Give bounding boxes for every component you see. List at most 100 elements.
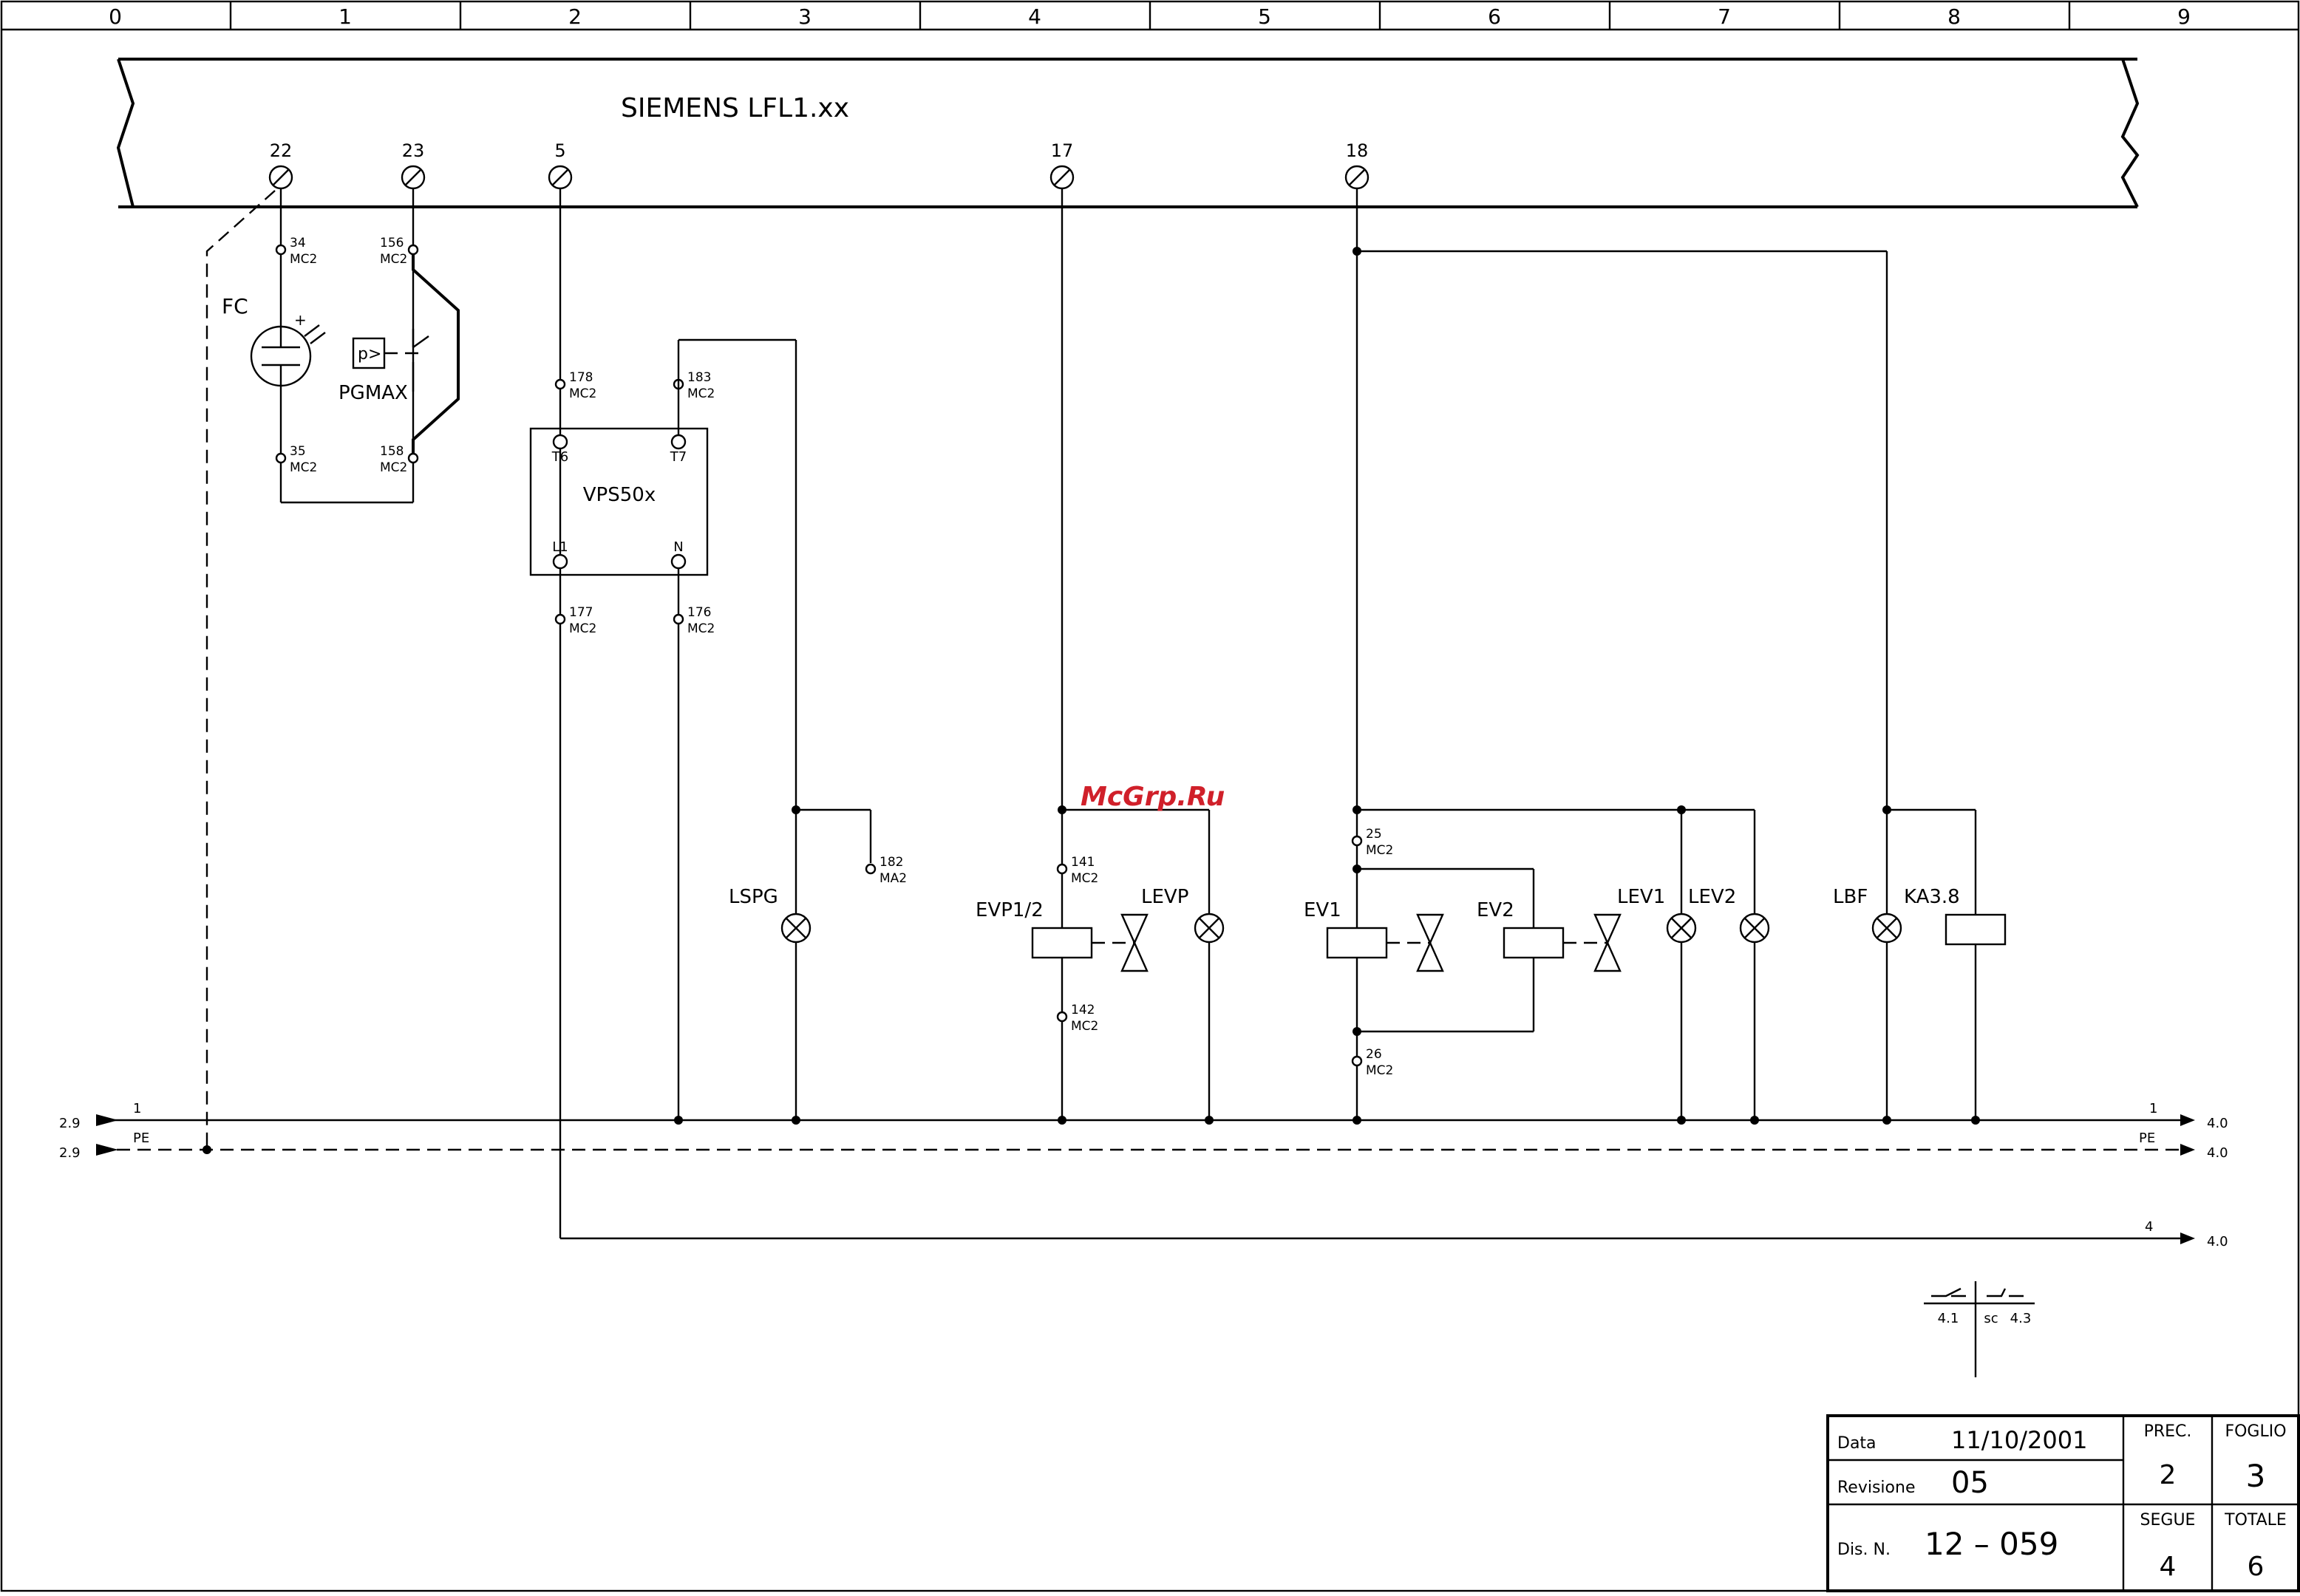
- controller-box: SIEMENS LFL1.xx: [116, 58, 2140, 208]
- lamp-icon: [1871, 913, 1902, 944]
- vps-label: VPS50x: [583, 484, 656, 506]
- pgmax-symbol: p>: [358, 345, 381, 364]
- fc-label: FC: [222, 294, 248, 318]
- title-block-disn-label: Dis. N.: [1837, 1541, 1891, 1559]
- wire-ref: MA2: [879, 871, 907, 886]
- wire-ref: MC2: [1071, 1019, 1098, 1034]
- coil-icon: [1503, 927, 1565, 959]
- wire-number: 177: [569, 605, 593, 620]
- fc-branch: + FC: [222, 188, 415, 504]
- wire-ref: MC2: [1366, 843, 1393, 858]
- wire-ref: MC2: [380, 252, 407, 267]
- wire-ref: MC2: [687, 386, 715, 401]
- busbar-to: 4.0: [2207, 1116, 2228, 1131]
- title-block-segue-value: 4: [2160, 1552, 2177, 1582]
- wire-number: 25: [1366, 827, 1382, 842]
- lamp-icon: [1194, 913, 1225, 944]
- title-block-foglio-label: FOGLIO: [2225, 1422, 2286, 1441]
- pgmax-label: PGMAX: [338, 382, 408, 404]
- fc-plus: +: [294, 311, 307, 329]
- busbar-to: 4.0: [2207, 1145, 2228, 1161]
- grid-col-label: 7: [1718, 4, 1731, 29]
- wire-number: 142: [1071, 1003, 1095, 1017]
- contact-cross-reference: 4.1 sc 4.3: [1924, 1281, 2035, 1377]
- vps50x-box: [529, 427, 709, 576]
- title-block-disn-value: 12 – 059: [1925, 1526, 2058, 1562]
- terminal-label: 23: [402, 140, 425, 161]
- lbf-branch: LBF KA3.8: [1833, 805, 2007, 1120]
- screw-terminal: [401, 165, 426, 190]
- busbar-label: 1: [2149, 1101, 2157, 1116]
- terminal-label: 5: [554, 140, 565, 161]
- title-block-totale-label: TOTALE: [2224, 1511, 2287, 1530]
- title-block-data-label: Data: [1837, 1434, 1877, 1453]
- wire-number: 141: [1071, 855, 1095, 870]
- busbar-label: 1: [133, 1101, 141, 1116]
- title-block-totale-value: 6: [2248, 1552, 2265, 1582]
- vps-branch: T6 T7 L1 N VPS50x: [529, 188, 2195, 1244]
- lamp-icon: [1666, 913, 1697, 944]
- title-block-data-value: 11/10/2001: [1951, 1426, 2087, 1454]
- wire-ref: MC2: [687, 621, 715, 636]
- valve-icon: [1120, 913, 1149, 972]
- pgmax-branch: p> PGMAX: [338, 244, 460, 464]
- grid-header: 0 1 2 3 4 5 6 7 8 9: [1, 1, 2299, 31]
- wire-number: 35: [290, 444, 306, 459]
- controller-terminals: 22 23 5 17 18: [268, 140, 1370, 190]
- screw-terminal: [548, 165, 573, 190]
- ev2-label: EV2: [1477, 899, 1514, 921]
- grid-col-label: 0: [109, 4, 122, 29]
- lbf-label: LBF: [1833, 886, 1868, 908]
- grid-col-label: 9: [2177, 4, 2191, 29]
- lamp-icon: [1739, 913, 1770, 944]
- busbar-from: 2.9: [59, 1145, 81, 1161]
- coil-icon: [1031, 927, 1093, 959]
- coil-icon: [1326, 927, 1388, 959]
- wire-ref: MC2: [569, 621, 596, 636]
- watermark: McGrp.Ru: [1081, 782, 1225, 812]
- lspg-branch: LSPG: [729, 805, 877, 944]
- title-block-segue-label: SEGUE: [2140, 1511, 2196, 1530]
- title-block-revisione-value: 05: [1951, 1466, 1989, 1500]
- lev2-label: LEV2: [1688, 886, 1736, 908]
- busbar-label: PE: [133, 1130, 149, 1146]
- ev1-label: EV1: [1304, 899, 1341, 921]
- evp-label: EVP1/2: [976, 899, 1044, 921]
- wire-ref: MC2: [290, 252, 317, 267]
- cross-ref-mid: sc: [1984, 1311, 1998, 1326]
- screw-terminal: [268, 165, 293, 190]
- vps-terminal-t6: T6: [551, 449, 568, 465]
- grid-col-label: 1: [338, 4, 352, 29]
- controller-title: SIEMENS LFL1.xx: [621, 93, 849, 123]
- terminal-label: 17: [1051, 140, 1074, 161]
- title-block-foglio-value: 3: [2246, 1458, 2266, 1494]
- grid-col-label: 3: [798, 4, 812, 29]
- pe-dashed-link: [205, 190, 276, 1150]
- screw-terminal: [1049, 165, 1075, 190]
- screw-terminal: [1344, 165, 1370, 190]
- lev1-label: LEV1: [1617, 886, 1665, 908]
- grid-col-label: 2: [568, 4, 582, 29]
- levp-label: LEVP: [1141, 886, 1188, 908]
- wire-number: 176: [687, 605, 711, 620]
- wire-ref: MC2: [569, 386, 596, 401]
- valve-icon: [1593, 913, 1622, 972]
- lspg-label: LSPG: [729, 886, 778, 908]
- relay-coil-icon: [1945, 913, 2007, 946]
- vps-terminal-l1: L1: [552, 539, 568, 555]
- valve-icon: [1416, 913, 1444, 972]
- wire-ref: MC2: [290, 460, 317, 475]
- wire-number: 158: [380, 444, 404, 459]
- grid-col-label: 6: [1488, 4, 1501, 29]
- wire-ref: MC2: [380, 460, 407, 475]
- title-block-prec-label: PREC.: [2144, 1422, 2192, 1441]
- cross-ref-right: 4.3: [2010, 1311, 2032, 1326]
- grid-col-label: 8: [1947, 4, 1961, 29]
- busbar-label: PE: [2139, 1130, 2155, 1146]
- wire-ref: MC2: [1071, 871, 1098, 886]
- terminal-label: 18: [1346, 140, 1369, 161]
- lamp-icon: [780, 913, 812, 944]
- wire-number: 178: [569, 370, 593, 385]
